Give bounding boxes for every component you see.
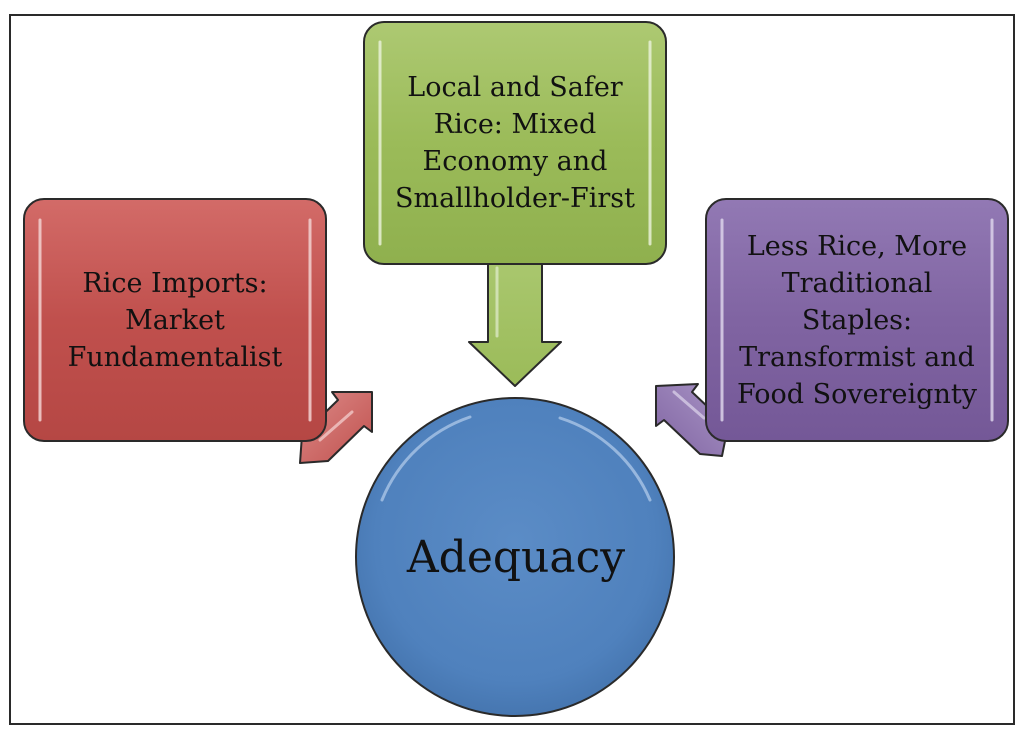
arrow-top-to-center xyxy=(468,261,562,387)
right-box xyxy=(705,198,1009,442)
center-circle-label: Adequacy xyxy=(406,532,626,583)
top-box-label: Local and Safer Rice: Mixed Economy and … xyxy=(394,72,636,214)
top-box xyxy=(363,21,667,265)
arrow-right-to-center xyxy=(655,383,729,457)
center-circle xyxy=(355,397,675,717)
right-box-label: Less Rice, More Traditional Staples: Tra… xyxy=(737,230,977,410)
arrow-left-to-center xyxy=(299,391,373,464)
left-box-label: Rice Imports: Market Fundamentalist xyxy=(67,267,283,373)
left-box xyxy=(23,198,327,442)
